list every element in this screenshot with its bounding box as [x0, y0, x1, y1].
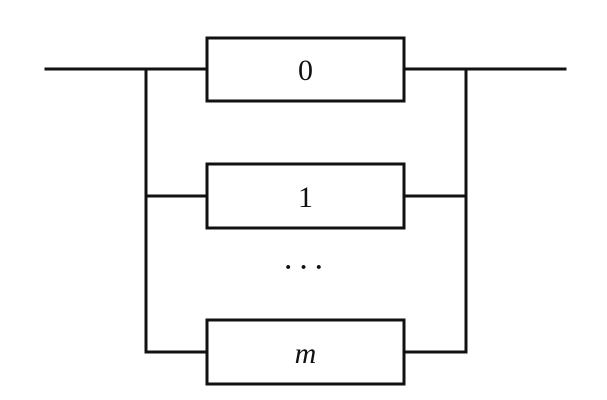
- block-m-label: m: [295, 337, 317, 370]
- block-0-label: 0: [298, 54, 313, 87]
- block-1: [205, 162, 406, 230]
- block-0: [205, 36, 406, 103]
- block-1-label: 1: [298, 181, 313, 214]
- block-m: [205, 318, 406, 386]
- ellipsis: ···: [283, 249, 329, 286]
